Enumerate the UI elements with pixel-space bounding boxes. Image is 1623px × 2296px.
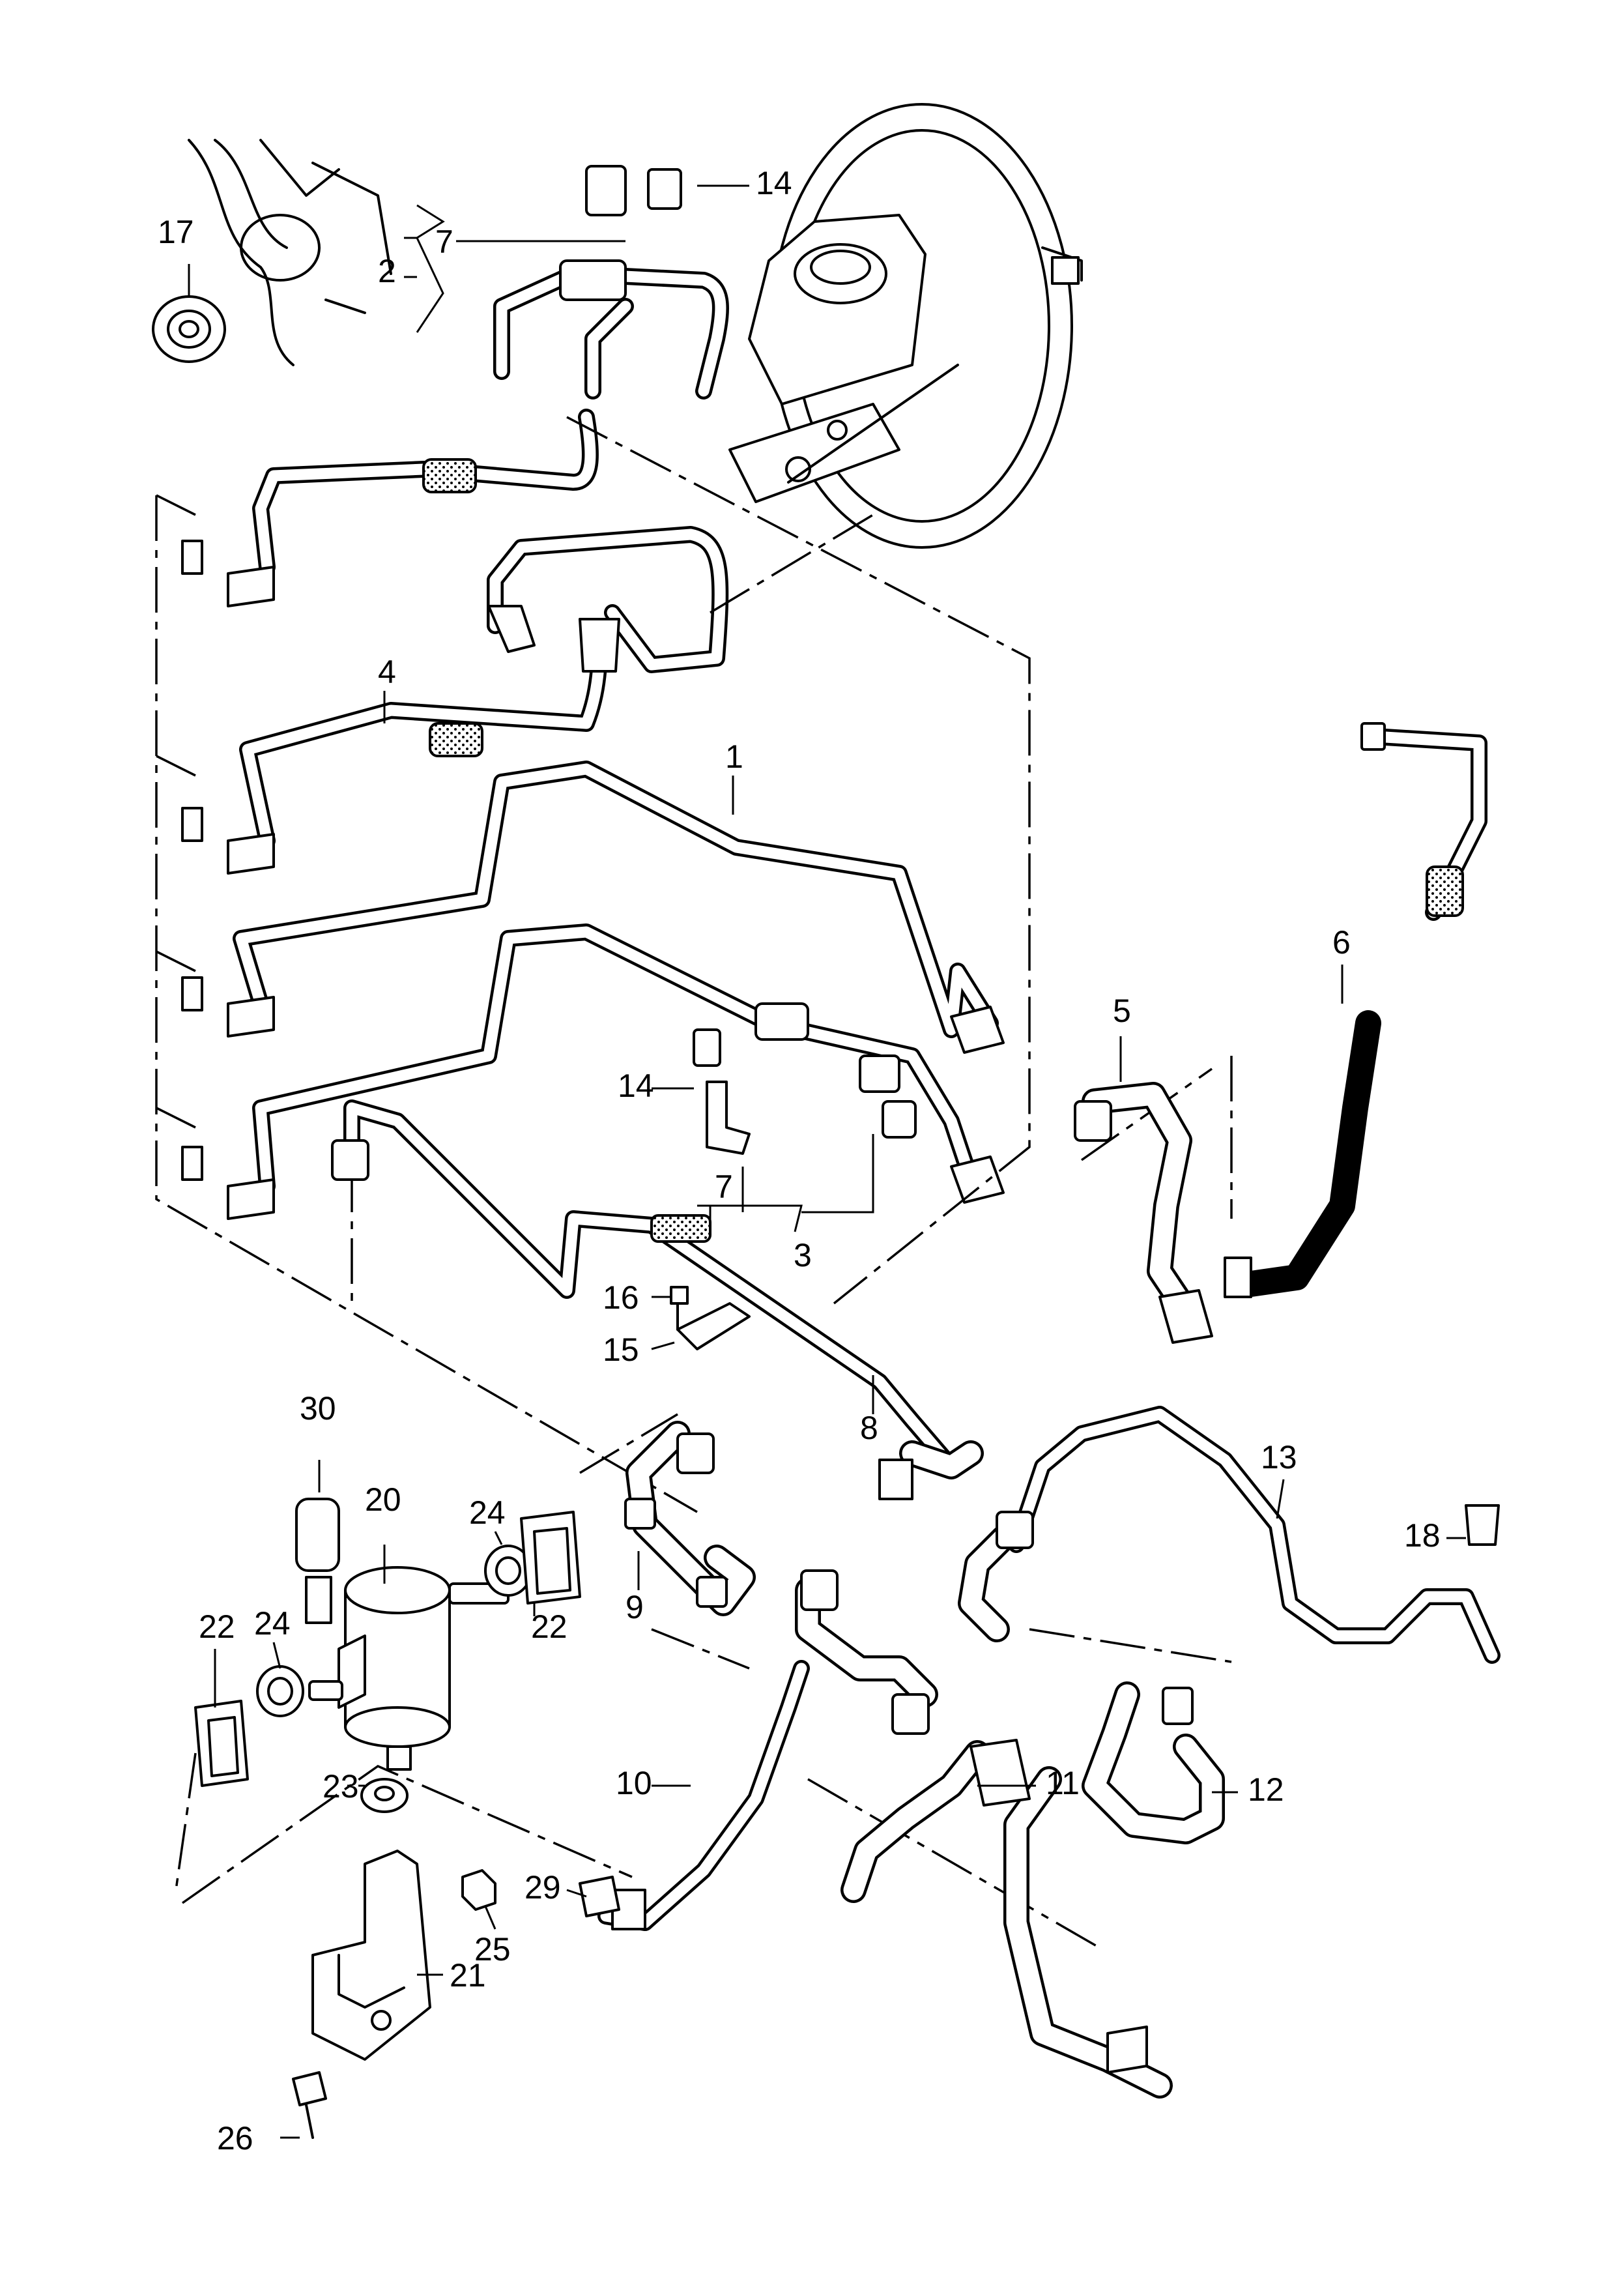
grommet-17	[152, 295, 226, 363]
hose-6	[1224, 722, 1487, 1298]
callout-7-mid: 7	[715, 1169, 733, 1205]
grommet-23	[360, 1778, 409, 1813]
hose-10	[597, 1569, 938, 1931]
callout-8: 8	[860, 1410, 878, 1446]
holders-22	[194, 1511, 581, 1787]
callout-14-mid: 14	[618, 1068, 654, 1104]
callout-20: 20	[365, 1481, 401, 1518]
callout-15: 15	[603, 1331, 639, 1368]
hose-12	[1082, 1681, 1225, 1844]
callout-21: 21	[450, 1957, 486, 1994]
callout-29: 29	[524, 1869, 561, 1906]
callout-22-right: 22	[531, 1608, 567, 1645]
hose-11	[840, 1739, 1173, 2099]
callout-7-top: 7	[435, 224, 453, 260]
brake-pipe-set-2	[493, 165, 729, 400]
clip-29	[579, 1876, 620, 1917]
vacuum-pump-20	[308, 1566, 510, 1771]
callout-2: 2	[378, 253, 396, 289]
callout-13: 13	[1261, 1439, 1297, 1475]
callout-24-right: 24	[469, 1494, 506, 1531]
callout-23: 23	[323, 1768, 359, 1805]
hose-9	[624, 1421, 756, 1616]
master-cylinder	[728, 214, 959, 503]
callout-17: 17	[158, 214, 194, 250]
callout-9: 9	[625, 1589, 644, 1625]
nut-25	[461, 1869, 496, 1911]
callout-30: 30	[300, 1390, 336, 1427]
callout-4: 4	[378, 654, 396, 690]
hose-5	[1074, 1082, 1213, 1344]
callout-3: 3	[794, 1237, 812, 1273]
engine-outline	[188, 139, 392, 366]
callout-14-top: 14	[756, 165, 792, 201]
bracket-15-16	[670, 1286, 751, 1350]
callout-11: 11	[1046, 1765, 1080, 1801]
brake-pipe-set-1	[233, 761, 1005, 1204]
left-fittings	[181, 540, 275, 1220]
callout-labels: 1 2 3 4 5 6 7 7 8 9 10 11 12 13 14 14 15…	[158, 165, 1441, 2157]
assembly-lines	[155, 416, 1233, 1950]
bolt-26	[292, 2071, 327, 2139]
callout-1: 1	[725, 738, 743, 775]
callout-6: 6	[1332, 924, 1351, 961]
callout-16: 16	[603, 1279, 639, 1316]
hose-13	[958, 1406, 1501, 1664]
callout-25: 25	[474, 1931, 511, 1968]
brake-pipe-8	[331, 1099, 984, 1500]
callout-24-left: 24	[254, 1605, 291, 1642]
plug-18	[1465, 1504, 1500, 1546]
callout-22-left: 22	[199, 1608, 235, 1645]
callout-5: 5	[1113, 993, 1131, 1029]
leader-lines	[188, 184, 1466, 2139]
bracket-21	[311, 1850, 431, 2061]
callout-12: 12	[1248, 1771, 1284, 1808]
bracket-7-14-middle	[693, 1028, 751, 1155]
cap-30	[295, 1498, 340, 1624]
callout-18: 18	[1404, 1517, 1441, 1554]
callout-10: 10	[616, 1765, 652, 1801]
brake-pipe-set-4	[239, 409, 729, 849]
callout-26: 26	[217, 2120, 253, 2157]
